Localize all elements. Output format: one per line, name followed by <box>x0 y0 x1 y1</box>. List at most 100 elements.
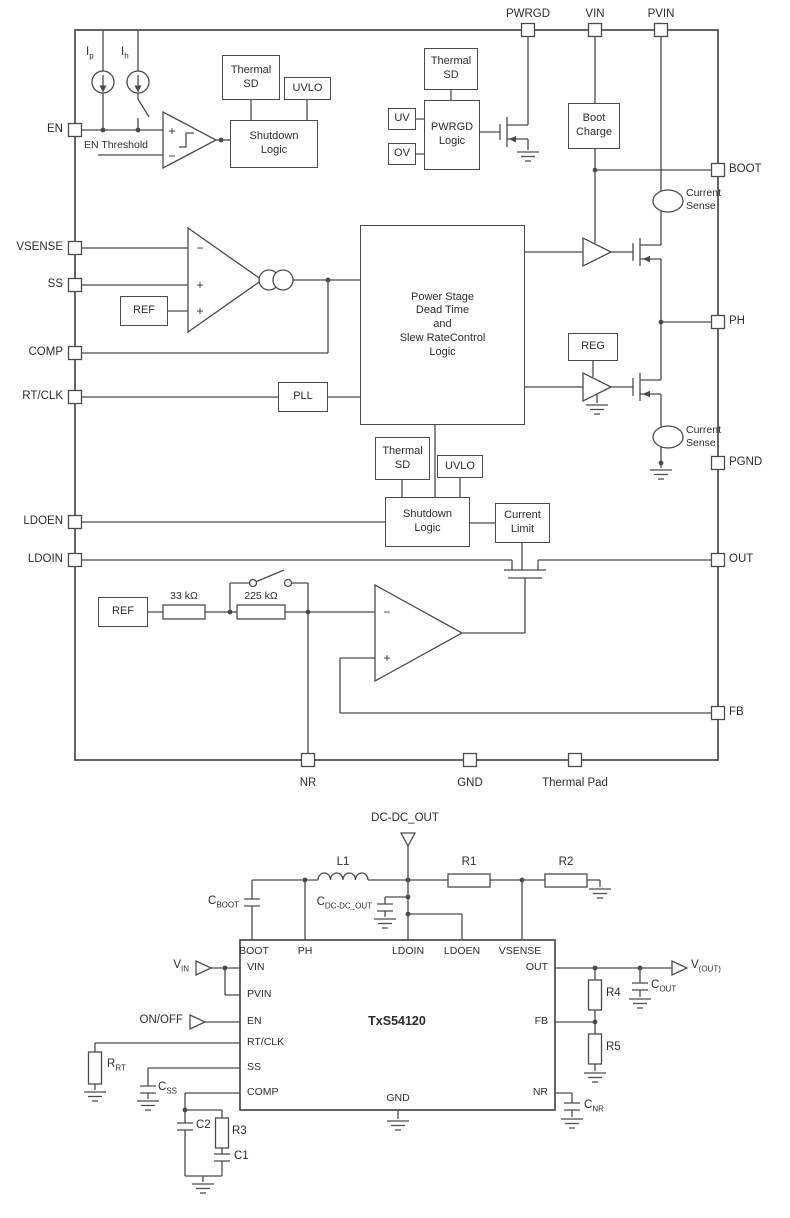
mosfet-low-side <box>632 373 661 401</box>
resistor-r2 <box>544 873 588 888</box>
label-r5: R5 <box>606 1041 621 1053</box>
ic-pin-vsense: VSENSE <box>498 945 542 957</box>
ic-pin-en: EN <box>247 1015 262 1027</box>
label-vin-port: VIN <box>173 959 189 974</box>
resistor-225k <box>236 604 286 620</box>
label-r4: R4 <box>606 987 621 999</box>
input-port-onoff <box>189 1013 207 1031</box>
label-dcdc-out: DC-DC_OUT <box>371 812 439 824</box>
label-r2: R2 <box>558 856 574 868</box>
ic-name: TxS54120 <box>368 1014 426 1028</box>
label-c2: C2 <box>196 1119 211 1131</box>
block-ref-main: REF <box>120 296 168 326</box>
pin-label-out: OUT <box>729 553 754 565</box>
minus-sign: − <box>168 149 175 163</box>
ground-symbol <box>373 918 397 929</box>
block-diagram-wire-net <box>82 30 711 753</box>
pin-label-gnd: GND <box>457 777 483 789</box>
label-current-sense-bottom: Current Sense <box>686 424 722 449</box>
ic-pin-boot: BOOT <box>239 945 269 957</box>
capacitor-cnr <box>564 1102 580 1111</box>
ic-pin-ph: PH <box>297 945 313 957</box>
capacitor-cout <box>632 982 648 991</box>
resistor-r3 <box>214 1117 230 1149</box>
pin-ph <box>710 314 726 330</box>
capacitor-css <box>140 1085 156 1094</box>
application-circuit <box>83 832 689 1194</box>
label-css: CSS <box>158 1081 177 1096</box>
label-r3: R3 <box>232 1125 247 1137</box>
label-r1: R1 <box>461 856 477 868</box>
ic-pin-ldoen: LDOEN <box>443 945 481 957</box>
label-ih: Ih <box>121 46 129 61</box>
block-thermal-sd-ldo: Thermal SD <box>375 437 430 480</box>
block-diagram: + − − + + <box>67 22 726 768</box>
block-power-stage: Power Stage Dead Time and Slew RateContr… <box>360 225 525 425</box>
pin-label-ss: SS <box>47 278 63 290</box>
plus-sign: + <box>168 124 175 138</box>
pin-vsense <box>67 240 83 256</box>
label-225k: 225 kΩ <box>244 590 278 602</box>
ic-pin-vin: VIN <box>247 961 265 973</box>
label-33k: 33 kΩ <box>170 590 198 602</box>
capacitor-cdcdc-out <box>377 903 393 912</box>
current-source-ih <box>126 70 150 94</box>
ground-symbol <box>628 998 652 1009</box>
pin-boot <box>710 162 726 178</box>
block-boot-charge: Boot Charge <box>568 103 620 149</box>
pin-label-nr: NR <box>299 777 317 789</box>
application-wire-net <box>94 846 672 1182</box>
ground-symbol <box>588 888 612 899</box>
ic-pin-pvin: PVIN <box>247 988 272 1000</box>
block-uvlo-ldo: UVLO <box>437 455 483 478</box>
minus-sign: − <box>383 605 390 619</box>
label-cnr: CNR <box>584 1099 604 1114</box>
capacitor-c1 <box>214 1153 230 1162</box>
resistor-r4 <box>587 979 603 1011</box>
ground-symbol <box>560 1118 584 1129</box>
capacitor-c2 <box>177 1122 193 1131</box>
pin-gnd <box>462 752 478 768</box>
ic-pin-comp: COMP <box>247 1086 279 1098</box>
pin-label-rtclk: RT/CLK <box>22 390 63 402</box>
pin-comp <box>67 345 83 361</box>
ground-symbol <box>516 151 540 162</box>
pin-label-vin: VIN <box>585 8 605 20</box>
resistor-r5 <box>587 1033 603 1065</box>
pin-label-comp: COMP <box>28 346 64 358</box>
ic-pin-gnd: GND <box>386 1092 410 1104</box>
pin-label-fb: FB <box>729 706 744 718</box>
resistor-33k <box>162 604 206 620</box>
gm-output-circle <box>272 269 294 291</box>
mosfet-high-side <box>632 238 661 266</box>
ground-symbol <box>649 469 673 480</box>
block-ref-ldo: REF <box>98 597 148 627</box>
block-current-limit: Current Limit <box>495 503 550 543</box>
plus-sign: + <box>196 278 203 292</box>
label-l1: L1 <box>336 856 350 868</box>
pin-vin <box>587 22 603 38</box>
block-shutdown-logic-en: Shutdown Logic <box>230 120 318 168</box>
pins <box>67 22 726 768</box>
block-shutdown-logic-ldo: Shutdown Logic <box>385 497 470 547</box>
ground-symbol <box>83 1091 107 1102</box>
current-sense-top-ellipse <box>652 189 684 213</box>
capacitor-cboot <box>244 898 260 907</box>
pin-label-vsense: VSENSE <box>16 241 63 253</box>
gate-driver-high <box>582 236 613 268</box>
ic-pin-out: OUT <box>525 961 548 973</box>
resistor-rrt <box>87 1051 103 1085</box>
pin-out <box>710 552 726 568</box>
current-source-ip <box>91 70 115 94</box>
label-rrt: RRT <box>107 1058 126 1073</box>
ic-pin-rtclk: RT/CLK <box>247 1036 285 1048</box>
hysteresis-icon <box>179 132 194 148</box>
block-thermal-sd-pwrgd: Thermal SD <box>424 48 478 90</box>
pin-label-pgnd: PGND <box>729 456 763 468</box>
ic-pin-ldoin: LDOIN <box>391 945 425 957</box>
pin-pvin <box>653 22 669 38</box>
pin-label-ph: PH <box>729 315 745 327</box>
pin-fb <box>710 705 726 721</box>
ground-symbol <box>585 404 609 415</box>
